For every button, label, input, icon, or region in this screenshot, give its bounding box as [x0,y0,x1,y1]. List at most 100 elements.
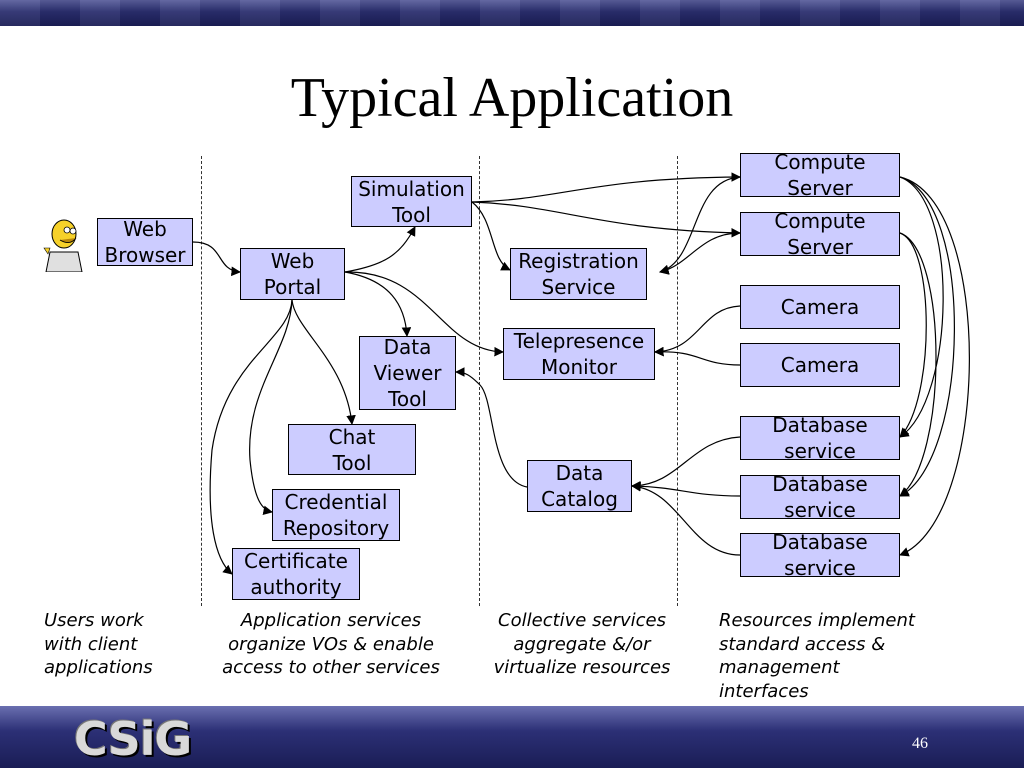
chat-tool-line-2: Tool [332,450,372,475]
data-viewer-tool-line-2: Viewer [373,361,442,385]
credential-repository-line-1: Credential [284,490,388,514]
simulation-tool-line-2: Tool [392,202,431,227]
compute-server-1-line-1: Compute [774,150,866,174]
column-divider-2 [479,156,480,606]
caption-collective-services-line-1: Collective services [498,610,666,631]
compute-server-2-line-2: Server [787,235,853,259]
database-service-1-line-1: Database [772,413,868,437]
column-divider-3 [677,156,678,606]
registration-service-line-1: Registration [518,249,639,273]
caption-application-services-line-2: organize VOs & enable [228,633,434,655]
database-service-1-line-2: service [784,439,856,463]
user-avatar-icon [43,219,83,272]
arrow-portal-chat [291,299,356,425]
camera-1-label: Camera [780,295,860,319]
arrow-simulation-compute1 [471,172,741,203]
camera-2-box: Camera [740,343,900,387]
telepresence-monitor-line-2: Monitor [540,355,618,379]
top-banner [0,0,1024,26]
data-viewer-tool-line-3: Tool [388,387,427,411]
arrow-compute1-db3 [899,176,970,557]
page-number: 46 [912,735,928,752]
database-service-3-line-2: service [784,556,856,580]
caption-resources-line-1: Resources implement [719,610,915,631]
registration-service-line-2: Service [541,275,616,299]
csig-logo: CSiG [74,712,192,766]
database-service-3-line-1: Database [772,530,868,554]
telepresence-monitor-line-1: Telepresence [513,329,645,353]
arrow-portal-certificate [209,299,293,575]
data-catalog-line-2: Catalog [541,487,618,511]
caption-application-services-line-3: access to other services [222,657,440,678]
data-catalog-line-1: Data [555,461,604,485]
certificate-authority-line-2: authority [250,575,342,599]
arrow-simulation-registration [471,201,511,271]
web-browser-line-1: Web [123,217,167,241]
caption-clients: Users work with client applications [44,609,204,680]
caption-collective-services: Collective services aggregate &/or virtu… [480,609,684,680]
data-viewer-tool-line-1: Data [383,335,432,359]
arrow-compute2-db1 [899,232,927,438]
certificate-authority-line-1: Certificate [244,549,348,573]
web-portal-line-1: Web [270,249,315,273]
caption-resources-line-2: standard access & [719,633,886,655]
camera-2-label: Camera [780,353,860,377]
web-portal-line-2: Portal [263,275,322,299]
compute-server-1-line-2: Server [787,176,853,200]
arrow-compute2-db2 [899,232,937,497]
caption-resources: Resources implement standard access & ma… [719,609,959,703]
web-browser-line-2: Browser [104,243,186,267]
chat-tool-line-1: Chat [328,424,376,449]
arrow-portal-viewer [344,271,412,337]
compute-server-2-line-1: Compute [774,209,866,233]
arrow-camera1-telepresence [654,305,741,357]
caption-clients-line-1: Users work [44,610,144,631]
arrow-simulation-compute2 [471,201,741,238]
arrow-db2-catalog [631,481,741,497]
arrow-db3-catalog [631,481,741,556]
arrow-portal-simulation [344,226,416,273]
arrow-compute1-registration [659,176,741,275]
caption-clients-line-2: with client [44,633,138,655]
arrow-compute1-db1 [899,176,944,438]
caption-application-services: Application services organize VOs & enab… [202,609,460,680]
caption-collective-services-line-3: virtualize resources [493,657,671,678]
database-service-2-line-1: Database [772,472,868,496]
column-divider-1 [201,156,202,606]
arrow-portal-telepresence [344,271,504,357]
slide-title: Typical Application [290,67,734,129]
caption-application-services-line-1: Application services [240,610,422,631]
arrow-camera2-telepresence [654,346,741,366]
arrow-compute2-registration [659,232,741,275]
arrow-catalog-viewer [455,367,528,488]
simulation-tool-line-1: Simulation [358,176,465,201]
camera-1-box: Camera [740,285,900,329]
caption-collective-services-line-2: aggregate &/or [513,633,651,655]
database-service-2-line-2: service [784,498,856,522]
arrow-compute1-db2 [899,176,955,497]
caption-resources-line-3: management [719,657,840,678]
credential-repository-line-2: Repository [282,516,390,540]
caption-resources-line-4: interfaces [719,680,809,702]
caption-clients-line-3: applications [44,657,153,678]
arrow-portal-credential [249,299,293,516]
arrow-db1-catalog [631,436,741,491]
bottom-banner [0,706,1024,768]
arrow-browser-portal [192,241,241,277]
